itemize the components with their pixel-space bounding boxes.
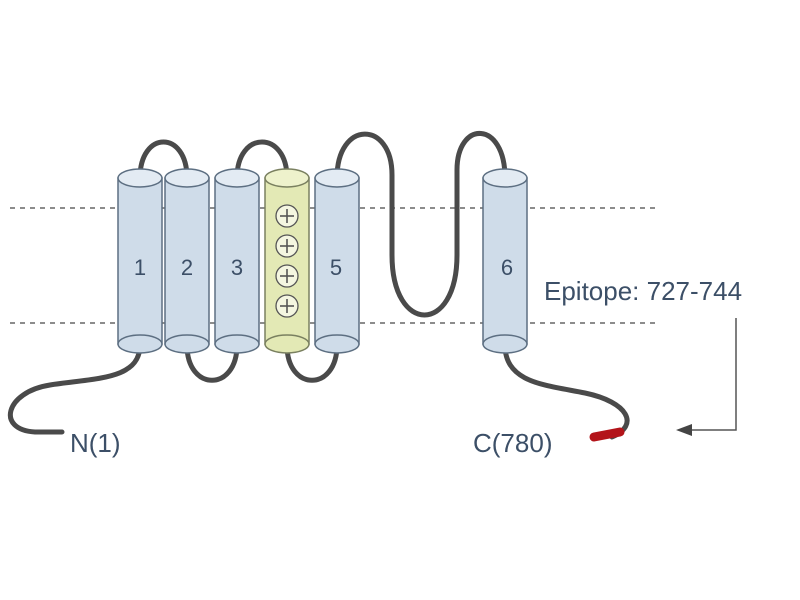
loop-2-3 — [184, 342, 240, 383]
loop-3-4 — [234, 139, 290, 181]
helix-2: 2 — [164, 168, 210, 354]
helix-2-label: 2 — [181, 255, 193, 280]
c-terminus-label: C(780) — [473, 428, 552, 458]
n-terminal-tail — [7, 342, 143, 435]
helix-5-label: 5 — [330, 255, 342, 280]
epitope-pointer-line — [690, 318, 737, 431]
c-terminal-tail — [502, 342, 630, 440]
epitope-mark — [589, 427, 625, 442]
loop-4-5 — [284, 342, 340, 383]
epitope-label: Epitope: 727-744 — [544, 276, 742, 306]
arrow-left-icon — [676, 424, 692, 436]
helix-1-label: 1 — [134, 255, 146, 280]
loop-1-2 — [137, 139, 190, 181]
loops — [7, 131, 630, 440]
n-terminus-label: N(1) — [70, 428, 121, 458]
helix-6: 6 — [482, 168, 528, 354]
helix-3-label: 3 — [231, 255, 243, 280]
helix-1: 1 — [117, 168, 163, 354]
helix-4-voltage-sensor — [264, 168, 310, 354]
loop-5-6 — [334, 131, 508, 318]
plus-marks — [280, 209, 294, 313]
helix-6-label: 6 — [501, 255, 513, 280]
helix-5: 5 — [314, 168, 360, 354]
helix-3: 3 — [214, 168, 260, 354]
